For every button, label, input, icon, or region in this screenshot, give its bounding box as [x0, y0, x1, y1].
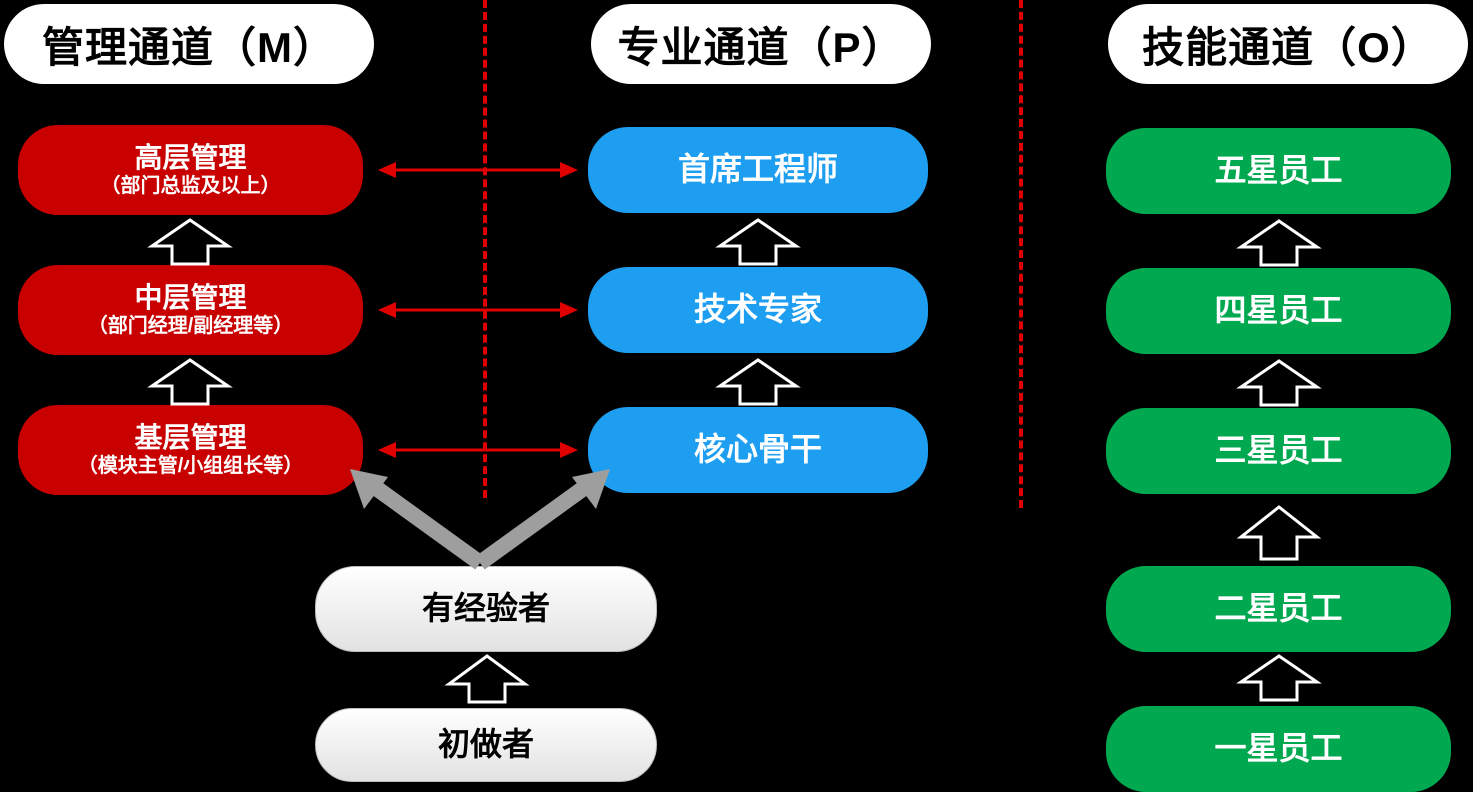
up-arrow-icon-management-junior-to-middle [147, 358, 233, 406]
divider-professional-skill [1019, 0, 1023, 508]
column-header-management-label: 管理通道（M） [42, 23, 336, 71]
node-entry-experienced-title: 有经验者 [421, 590, 550, 627]
up-arrow-icon-skill-two-to-three [1236, 505, 1322, 561]
node-skill-four-star[interactable]: 四星员工 [1106, 268, 1451, 354]
node-professional-chief-engineer-title: 首席工程师 [677, 151, 838, 188]
node-entry-beginner[interactable]: 初做者 [315, 708, 657, 782]
column-header-professional: 专业通道（P） [591, 4, 931, 84]
node-management-junior-title: 基层管理 [134, 421, 247, 453]
node-management-junior[interactable]: 基层管理 （模块主管/小组组长等） [18, 405, 363, 495]
node-skill-one-star-title: 一星员工 [1214, 730, 1343, 767]
diagonal-double-arrow-icon-entry-branch [350, 469, 610, 570]
node-skill-five-star[interactable]: 五星员工 [1106, 128, 1451, 214]
node-skill-four-star-title: 四星员工 [1214, 292, 1343, 329]
node-management-senior-subtitle: （部门总监及以上） [100, 175, 281, 198]
column-header-skill-label: 技能通道（O） [1142, 23, 1434, 71]
up-arrow-icon-professional-expert-to-chief [715, 218, 801, 266]
node-professional-core-backbone[interactable]: 核心骨干 [588, 407, 928, 493]
node-skill-two-star[interactable]: 二星员工 [1106, 566, 1451, 652]
column-header-professional-label: 专业通道（P） [617, 23, 905, 71]
up-arrow-icon-professional-backbone-to-expert [715, 358, 801, 406]
double-headed-arrow-icon-junior-backbone [378, 442, 578, 458]
divider-management-professional [483, 0, 487, 498]
up-arrow-icon-skill-one-to-two [1236, 654, 1322, 702]
node-management-middle[interactable]: 中层管理 （部门经理/副经理等） [18, 265, 363, 355]
node-management-middle-title: 中层管理 [134, 281, 247, 313]
up-arrow-icon-skill-four-to-five [1236, 219, 1322, 267]
node-entry-beginner-title: 初做者 [437, 726, 534, 763]
node-professional-core-backbone-title: 核心骨干 [693, 431, 822, 468]
node-professional-technical-expert-title: 技术专家 [693, 291, 822, 328]
node-skill-two-star-title: 二星员工 [1214, 590, 1343, 627]
node-skill-three-star[interactable]: 三星员工 [1106, 408, 1451, 494]
double-headed-arrow-icon-senior-chief [378, 162, 578, 178]
node-management-senior[interactable]: 高层管理 （部门总监及以上） [18, 125, 363, 215]
node-professional-technical-expert[interactable]: 技术专家 [588, 267, 928, 353]
node-management-middle-subtitle: （部门经理/副经理等） [87, 315, 294, 338]
column-header-skill: 技能通道（O） [1108, 4, 1468, 84]
node-management-junior-subtitle: （模块主管/小组组长等） [77, 455, 304, 478]
up-arrow-icon-skill-three-to-four [1236, 359, 1322, 407]
node-professional-chief-engineer[interactable]: 首席工程师 [588, 127, 928, 213]
node-skill-one-star[interactable]: 一星员工 [1106, 706, 1451, 792]
column-header-management: 管理通道（M） [4, 4, 374, 84]
double-headed-arrow-icon-middle-expert [378, 302, 578, 318]
up-arrow-icon-beginner-to-experienced [444, 654, 530, 704]
node-skill-three-star-title: 三星员工 [1214, 432, 1343, 469]
node-entry-experienced[interactable]: 有经验者 [315, 566, 657, 652]
node-management-senior-title: 高层管理 [134, 141, 247, 173]
up-arrow-icon-management-middle-to-senior [147, 218, 233, 266]
node-skill-five-star-title: 五星员工 [1214, 152, 1343, 189]
